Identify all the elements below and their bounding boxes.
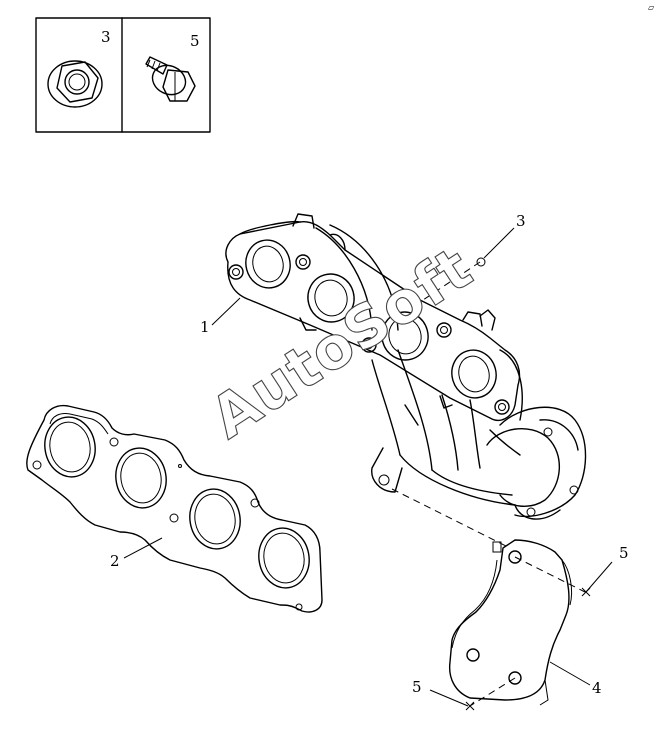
leader-5b	[429, 689, 469, 707]
leader-5a	[585, 561, 613, 593]
bracket-axis-line	[391, 488, 511, 549]
inset-frame	[35, 17, 211, 133]
bolt-cross-lower	[465, 701, 475, 711]
bolt-axis-line-upper	[514, 556, 586, 593]
inset-label-3: 3	[101, 28, 111, 46]
flange-bolt-icon	[145, 56, 196, 102]
watermark-text: AutoSoft	[199, 233, 485, 451]
callout-5-lower: 5	[412, 678, 422, 696]
parts-inset: 3 5	[35, 17, 211, 133]
callout-4: 4	[592, 679, 602, 697]
leader-lines	[123, 227, 613, 711]
callout-5-upper: 5	[619, 544, 629, 562]
callout-2: 2	[110, 552, 120, 570]
callout-1: 1	[200, 318, 210, 336]
leader-1	[211, 297, 241, 326]
stud-axis-line	[419, 261, 481, 303]
leader-3	[483, 227, 515, 259]
inset-label-5: 5	[190, 32, 200, 50]
exhaust-manifold	[225, 213, 587, 520]
bracket	[448, 539, 573, 706]
corner-mark: ▱	[648, 3, 655, 12]
leader-2	[123, 537, 163, 559]
bolt-cross-upper	[581, 587, 591, 597]
exhaust-manifold-gasket	[26, 404, 323, 613]
flange-nut-icon	[47, 60, 103, 108]
nut-marker	[476, 257, 486, 267]
bolt-axis-line-lower	[469, 677, 516, 707]
leader-4	[549, 661, 591, 686]
callout-3: 3	[516, 212, 526, 230]
